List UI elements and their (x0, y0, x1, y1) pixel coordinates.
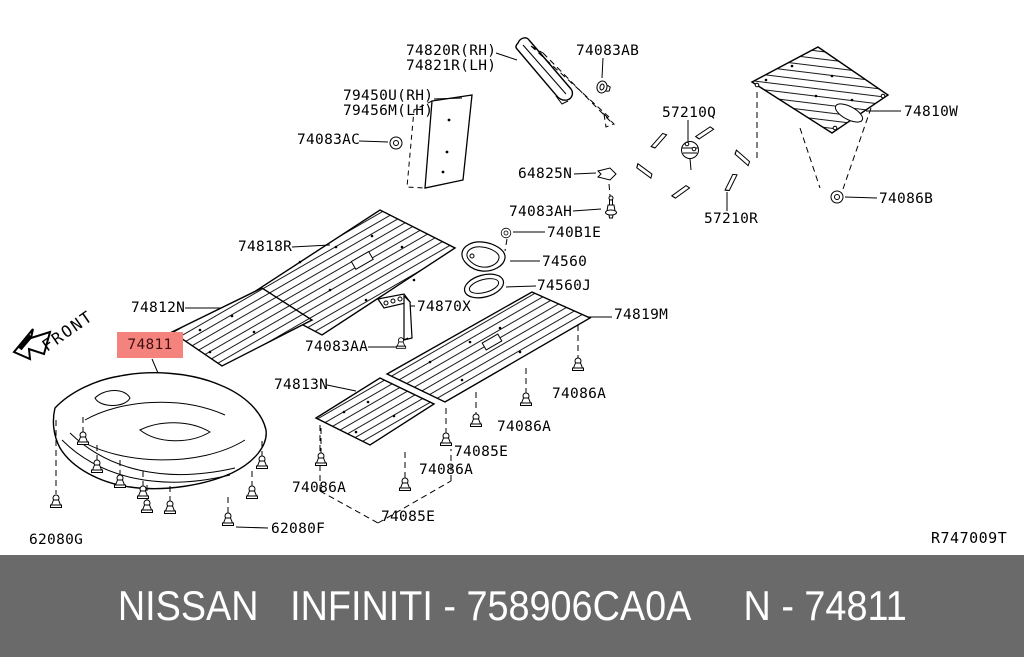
part-label-74820r-rh[interactable]: 74820R(RH) (406, 43, 497, 59)
part-label-74821r-lh[interactable]: 74821R(LH) (406, 58, 497, 74)
part-label-79456m-lh[interactable]: 79456M(LH) (343, 103, 434, 119)
part-74813n-panel-drawing (314, 377, 436, 446)
part-74870x-bracket-drawing (376, 293, 413, 342)
part-label-74811[interactable]: 74811 (117, 332, 183, 358)
part-label-57210q[interactable]: 57210Q (662, 105, 717, 121)
footer-text: NISSAN INFINITI - 758906CA0A N - 74811 (118, 582, 907, 630)
part-label-740b1e[interactable]: 740B1E (547, 225, 602, 241)
bracket-57210q (681, 141, 699, 171)
part-74820r-strip-drawing (515, 37, 615, 128)
part-label-74812n[interactable]: 74812N (131, 300, 186, 316)
part-label-74086a-1[interactable]: 74086A (552, 386, 607, 402)
rivet-dots (198, 64, 854, 434)
clips-57210-cluster-drawing (634, 125, 752, 200)
footer-brand-part-text: NISSAN INFINITI - 758906CA0A (117, 582, 692, 629)
part-74811-floor-cover-drawing (52, 372, 267, 490)
part-74560j-ring-drawing (463, 273, 505, 299)
part-79450u-panel-drawing (406, 94, 473, 189)
footer-reference-text: N - 74811 (743, 582, 907, 629)
part-label-74813n[interactable]: 74813N (274, 377, 329, 393)
diagram-art: FRONT (12, 37, 901, 529)
part-labels-layer: 74820R(RH)74821R(LH) 74083AB 79450U(RH)794… (29, 43, 959, 548)
part-label-74083ab[interactable]: 74083AB (576, 43, 640, 59)
part-label-74083ah[interactable]: 74083AH (509, 204, 573, 220)
part-label-74086a-2[interactable]: 74086A (497, 419, 552, 435)
part-label-74085e-2[interactable]: 74085E (381, 509, 436, 525)
panel-74819m-detail (481, 333, 503, 351)
part-label-74086a-4[interactable]: 74086A (292, 480, 347, 496)
part-74810w-panel-drawing (750, 46, 890, 134)
part-label-74818r[interactable]: 74818R (238, 239, 293, 255)
part-label-74085e-1[interactable]: 74085E (454, 444, 509, 460)
part-label-74810w[interactable]: 74810W (904, 104, 959, 120)
part-label-74083aa[interactable]: 74083AA (305, 339, 369, 355)
part-label-74560j[interactable]: 74560J (537, 278, 592, 294)
panel-74818r-detail (350, 250, 374, 271)
part-label-74083ac[interactable]: 74083AC (297, 132, 361, 148)
footer-bar: NISSAN INFINITI - 758906CA0A N - 74811 (0, 555, 1024, 657)
part-label-57210r[interactable]: 57210R (704, 211, 759, 227)
part-74560-gasket-drawing (461, 241, 506, 272)
part-label-62080f[interactable]: 62080F (271, 521, 326, 537)
part-label-74086a-3[interactable]: 74086A (419, 462, 474, 478)
part-label-79450u-rh[interactable]: 79450U(RH) (343, 88, 434, 104)
part-label-74086b[interactable]: 74086B (879, 191, 934, 207)
part-label-64825n[interactable]: 64825N (518, 166, 573, 182)
part-label-74560[interactable]: 74560 (542, 254, 588, 270)
part-label-74870x[interactable]: 74870X (417, 299, 472, 315)
part-label-74819m[interactable]: 74819M (614, 307, 669, 323)
part-label-62080g[interactable]: 62080G (29, 532, 84, 548)
diagram-reference-code: R747009T (931, 529, 1008, 547)
leader-lines (151, 52, 901, 529)
part-74812n-panel-drawing (170, 287, 314, 367)
